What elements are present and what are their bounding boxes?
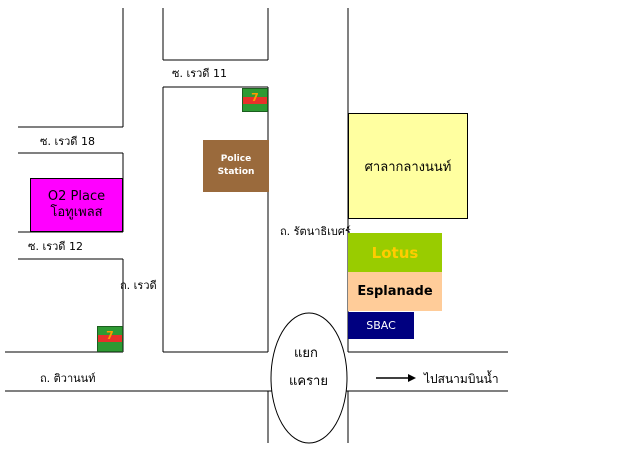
soi-rewadee-12-label: ซ. เรวดี 12 — [28, 240, 83, 253]
thanon-rewadee-label: ถ. เรวดี — [120, 279, 157, 292]
intersection-label-line1: แยก — [294, 346, 318, 361]
sbac-building: SBAC — [348, 312, 414, 339]
seven-eleven-icon: 7 — [97, 326, 123, 352]
intersection-label-line2: แคราย — [289, 374, 328, 389]
thanon-tiwanon-label: ถ. ติวานนท์ — [40, 372, 96, 385]
police-station: Police Station — [203, 140, 269, 192]
o2-place: O2 Place โอทูเพลส — [30, 178, 123, 232]
direction-label: ไปสนามบินน้ำ — [424, 372, 499, 386]
thanon-rattanathibet-label: ถ. รัตนาธิเบศร์ — [280, 225, 351, 238]
intersection-circle — [270, 312, 348, 444]
court-building: ศาลากลางนนท์ — [348, 113, 468, 219]
right-arrow-icon — [376, 374, 416, 382]
seven-eleven-icon: 7 — [242, 88, 268, 112]
soi-rewadee-11-label: ซ. เรวดี 11 — [172, 67, 227, 80]
soi-rewadee-18-label: ซ. เรวดี 18 — [40, 135, 95, 148]
esplanade-mall: Esplanade — [348, 272, 442, 311]
lotus-store: Lotus — [348, 233, 442, 272]
